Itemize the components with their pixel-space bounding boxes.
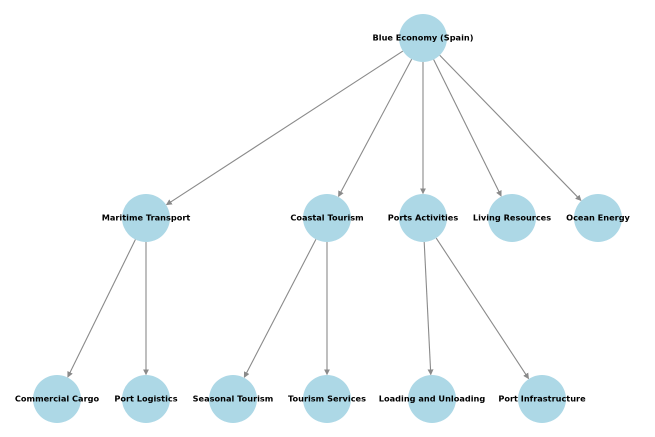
edge-blue-economy-to-ocean-energy xyxy=(439,54,582,202)
node-tourism-services: Tourism Services xyxy=(288,375,366,423)
node-label-port-logistics: Port Logistics xyxy=(114,394,177,404)
node-maritime-transport: Maritime Transport xyxy=(102,194,191,242)
node-label-loading-and-unloading: Loading and Unloading xyxy=(379,394,486,404)
node-label-commercial-cargo: Commercial Cargo xyxy=(15,394,100,404)
node-label-maritime-transport: Maritime Transport xyxy=(102,213,191,223)
edges-layer xyxy=(67,50,582,380)
node-label-port-infrastructure: Port Infrastructure xyxy=(498,394,586,404)
edge-blue-economy-to-maritime-transport xyxy=(165,50,404,206)
node-circle-ocean-energy xyxy=(574,194,622,242)
node-seasonal-tourism: Seasonal Tourism xyxy=(193,375,274,423)
node-circle-commercial-cargo xyxy=(33,375,81,423)
node-circle-seasonal-tourism xyxy=(209,375,257,423)
node-label-coastal-tourism: Coastal Tourism xyxy=(290,213,363,223)
node-label-ocean-energy: Ocean Energy xyxy=(566,213,630,223)
node-commercial-cargo: Commercial Cargo xyxy=(15,375,100,423)
node-circle-coastal-tourism xyxy=(303,194,351,242)
node-blue-economy: Blue Economy (Spain) xyxy=(373,14,474,62)
node-label-ports-activities: Ports Activities xyxy=(388,213,459,223)
edge-blue-economy-to-living-resources xyxy=(433,59,502,197)
node-living-resources: Living Resources xyxy=(473,194,551,242)
node-ocean-energy: Ocean Energy xyxy=(566,194,631,242)
edge-maritime-transport-to-commercial-cargo xyxy=(67,239,136,378)
node-loading-and-unloading: Loading and Unloading xyxy=(379,375,486,423)
node-label-tourism-services: Tourism Services xyxy=(288,394,366,404)
node-circle-ports-activities xyxy=(399,194,447,242)
node-port-infrastructure: Port Infrastructure xyxy=(498,375,586,423)
node-circle-loading-and-unloading xyxy=(408,375,456,423)
node-label-blue-economy: Blue Economy (Spain) xyxy=(373,33,474,43)
node-circle-port-logistics xyxy=(122,375,170,423)
node-circle-living-resources xyxy=(488,194,536,242)
node-circle-port-infrastructure xyxy=(518,375,566,423)
node-coastal-tourism: Coastal Tourism xyxy=(290,194,364,242)
edge-coastal-tourism-to-seasonal-tourism xyxy=(243,239,317,378)
edge-ports-activities-to-port-infrastructure xyxy=(435,237,530,380)
edge-ports-activities-to-loading-and-unloading xyxy=(423,241,434,376)
edge-blue-economy-to-coastal-tourism xyxy=(338,58,413,198)
node-port-logistics: Port Logistics xyxy=(114,375,178,423)
node-label-living-resources: Living Resources xyxy=(473,213,551,223)
node-label-seasonal-tourism: Seasonal Tourism xyxy=(193,394,274,404)
node-ports-activities: Ports Activities xyxy=(388,194,459,242)
node-circle-maritime-transport xyxy=(122,194,170,242)
node-circle-tourism-services xyxy=(303,375,351,423)
node-circle-blue-economy xyxy=(399,14,447,62)
